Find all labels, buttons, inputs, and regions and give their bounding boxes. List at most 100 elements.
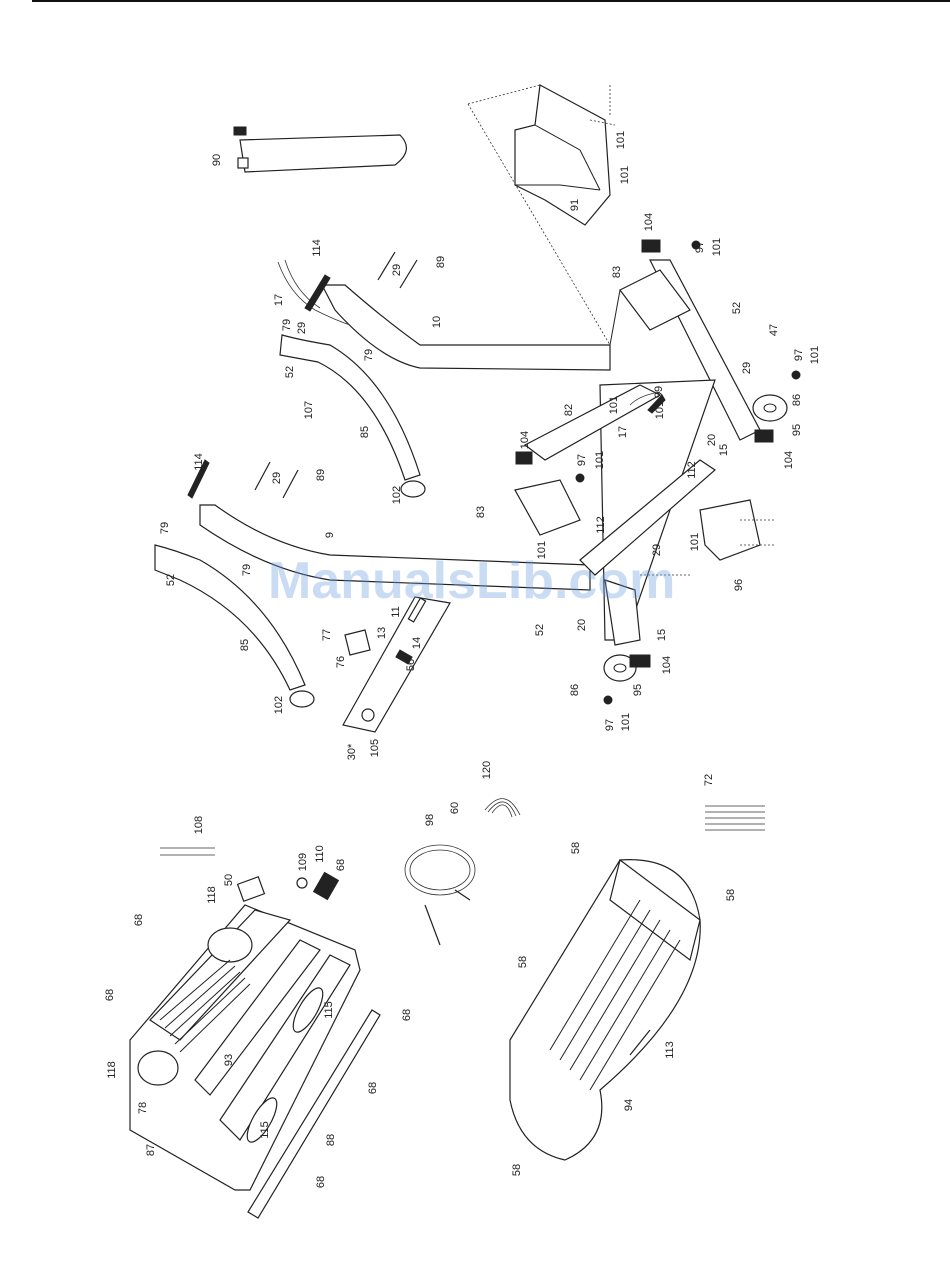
part-callout-68d: 68: [401, 1009, 413, 1021]
part-callout-97c: 97: [576, 454, 588, 466]
part-callout-68e: 68: [367, 1082, 379, 1094]
part-callout-52b: 52: [284, 366, 296, 378]
part-callout-17b: 17: [617, 426, 629, 438]
part-callout-112a: 112: [686, 461, 698, 479]
part-callout-52d: 52: [534, 624, 546, 636]
part-callout-101c: 101: [711, 238, 723, 256]
part-callout-58b: 58: [725, 889, 737, 901]
part-callout-110: 110: [314, 845, 326, 863]
left-upright-part: [154, 504, 591, 708]
part-callout-115a: 115: [323, 1001, 335, 1019]
part-callout-101f: 101: [608, 396, 620, 414]
part-callout-97d: 97: [604, 719, 616, 731]
part-callout-101j: 101: [620, 713, 632, 731]
part-callout-101b: 101: [619, 166, 631, 184]
part-callout-20a: 20: [706, 434, 718, 446]
part-callout-107: 107: [303, 401, 315, 419]
part-callout-101g: 101: [594, 451, 606, 469]
right-upright-part: [279, 284, 611, 498]
wheel-parts: [515, 239, 801, 705]
part-callout-77: 77: [321, 629, 333, 641]
part-callout-47: 47: [768, 324, 780, 336]
hood-part: [467, 84, 616, 346]
part-callout-114b: 114: [193, 453, 205, 471]
part-callout-93: 93: [223, 1054, 235, 1066]
part-callout-68b: 68: [133, 914, 145, 926]
part-callout-20b: 20: [576, 619, 588, 631]
part-callout-58a: 58: [570, 842, 582, 854]
part-callout-79a: 79: [281, 319, 293, 331]
part-callout-86b: 86: [569, 684, 581, 696]
part-callout-85a: 85: [359, 426, 371, 438]
part-callout-118a: 118: [206, 886, 218, 904]
reed-switch-kit-part: [342, 596, 451, 733]
part-callout-78: 78: [137, 1102, 149, 1114]
part-callout-58c: 58: [517, 956, 529, 968]
part-callout-102b: 102: [273, 696, 285, 714]
base-frame-part: [514, 259, 775, 646]
part-callout-29c: 29: [741, 362, 753, 374]
part-callout-89b: 89: [315, 469, 327, 481]
part-callout-29d: 29: [271, 472, 283, 484]
part-callout-72: 72: [703, 774, 715, 786]
part-callout-68c: 68: [104, 989, 116, 1001]
part-callout-101a: 101: [615, 131, 627, 149]
part-callout-104b: 104: [519, 431, 531, 449]
part-callout-118b: 118: [106, 1061, 118, 1079]
part-callout-11: 11: [390, 606, 402, 617]
part-callout-86a: 86: [791, 394, 803, 406]
part-callout-82: 82: [563, 404, 575, 416]
part-callout-88: 88: [325, 1134, 337, 1146]
part-callout-79b: 79: [363, 349, 375, 361]
part-callout-29b: 29: [296, 322, 308, 334]
hood-ribs: [549, 899, 681, 1091]
part-callout-95b: 95: [632, 684, 644, 696]
part-callout-114a: 114: [311, 239, 323, 257]
part-callout-90: 90: [211, 154, 223, 166]
part-callout-108: 108: [193, 816, 205, 834]
part-callout-102a: 102: [391, 486, 403, 504]
part-callout-30: 30*: [346, 743, 358, 760]
part-callout-95a: 95: [791, 424, 803, 436]
watermark: ManualsLib.com: [268, 552, 675, 610]
part-callout-96: 96: [733, 579, 745, 591]
part-callout-89a: 89: [435, 256, 447, 268]
part-callout-120: 120: [481, 761, 493, 779]
part-callout-104a: 104: [643, 213, 655, 231]
part-callout-15b: 15: [656, 629, 668, 641]
part-callout-58d: 58: [511, 1164, 523, 1176]
part-callout-79c: 79: [159, 522, 171, 534]
part-callout-113: 113: [664, 1041, 676, 1059]
part-callout-109: 109: [297, 853, 309, 871]
part-callout-10: 10: [431, 316, 443, 328]
part-callout-112b: 112: [595, 516, 607, 534]
part-callout-98: 98: [424, 814, 436, 826]
part-callout-29e: 29: [651, 544, 663, 556]
part-callout-104c: 104: [783, 451, 795, 469]
top-rule: [32, 0, 950, 2]
part-callout-50: 50: [223, 874, 235, 886]
console-base-part: [129, 904, 381, 1219]
wire-and-bolt-parts: [187, 251, 666, 499]
part-callout-79d: 79: [241, 564, 253, 576]
part-callout-60: 60: [449, 802, 461, 814]
part-callout-17a: 17: [273, 294, 285, 306]
part-callout-56: 56: [405, 659, 417, 671]
part-callout-14: 14: [411, 637, 423, 649]
part-callout-104d: 104: [661, 656, 673, 674]
part-callout-76: 76: [335, 656, 347, 668]
part-callout-15a: 15: [718, 444, 730, 456]
part-callout-101e: 101: [654, 401, 666, 419]
part-callout-52c: 52: [165, 574, 177, 586]
part-callout-68a: 68: [335, 859, 347, 871]
part-callout-101d: 101: [809, 346, 821, 364]
part-callout-97a: 97: [694, 241, 706, 253]
part-callout-97b: 97: [793, 349, 805, 361]
part-callout-52a: 52: [731, 302, 743, 314]
part-callout-115b: 115: [259, 1121, 271, 1139]
part-callout-99: 99: [653, 386, 665, 398]
part-callout-105: 105: [369, 739, 381, 757]
